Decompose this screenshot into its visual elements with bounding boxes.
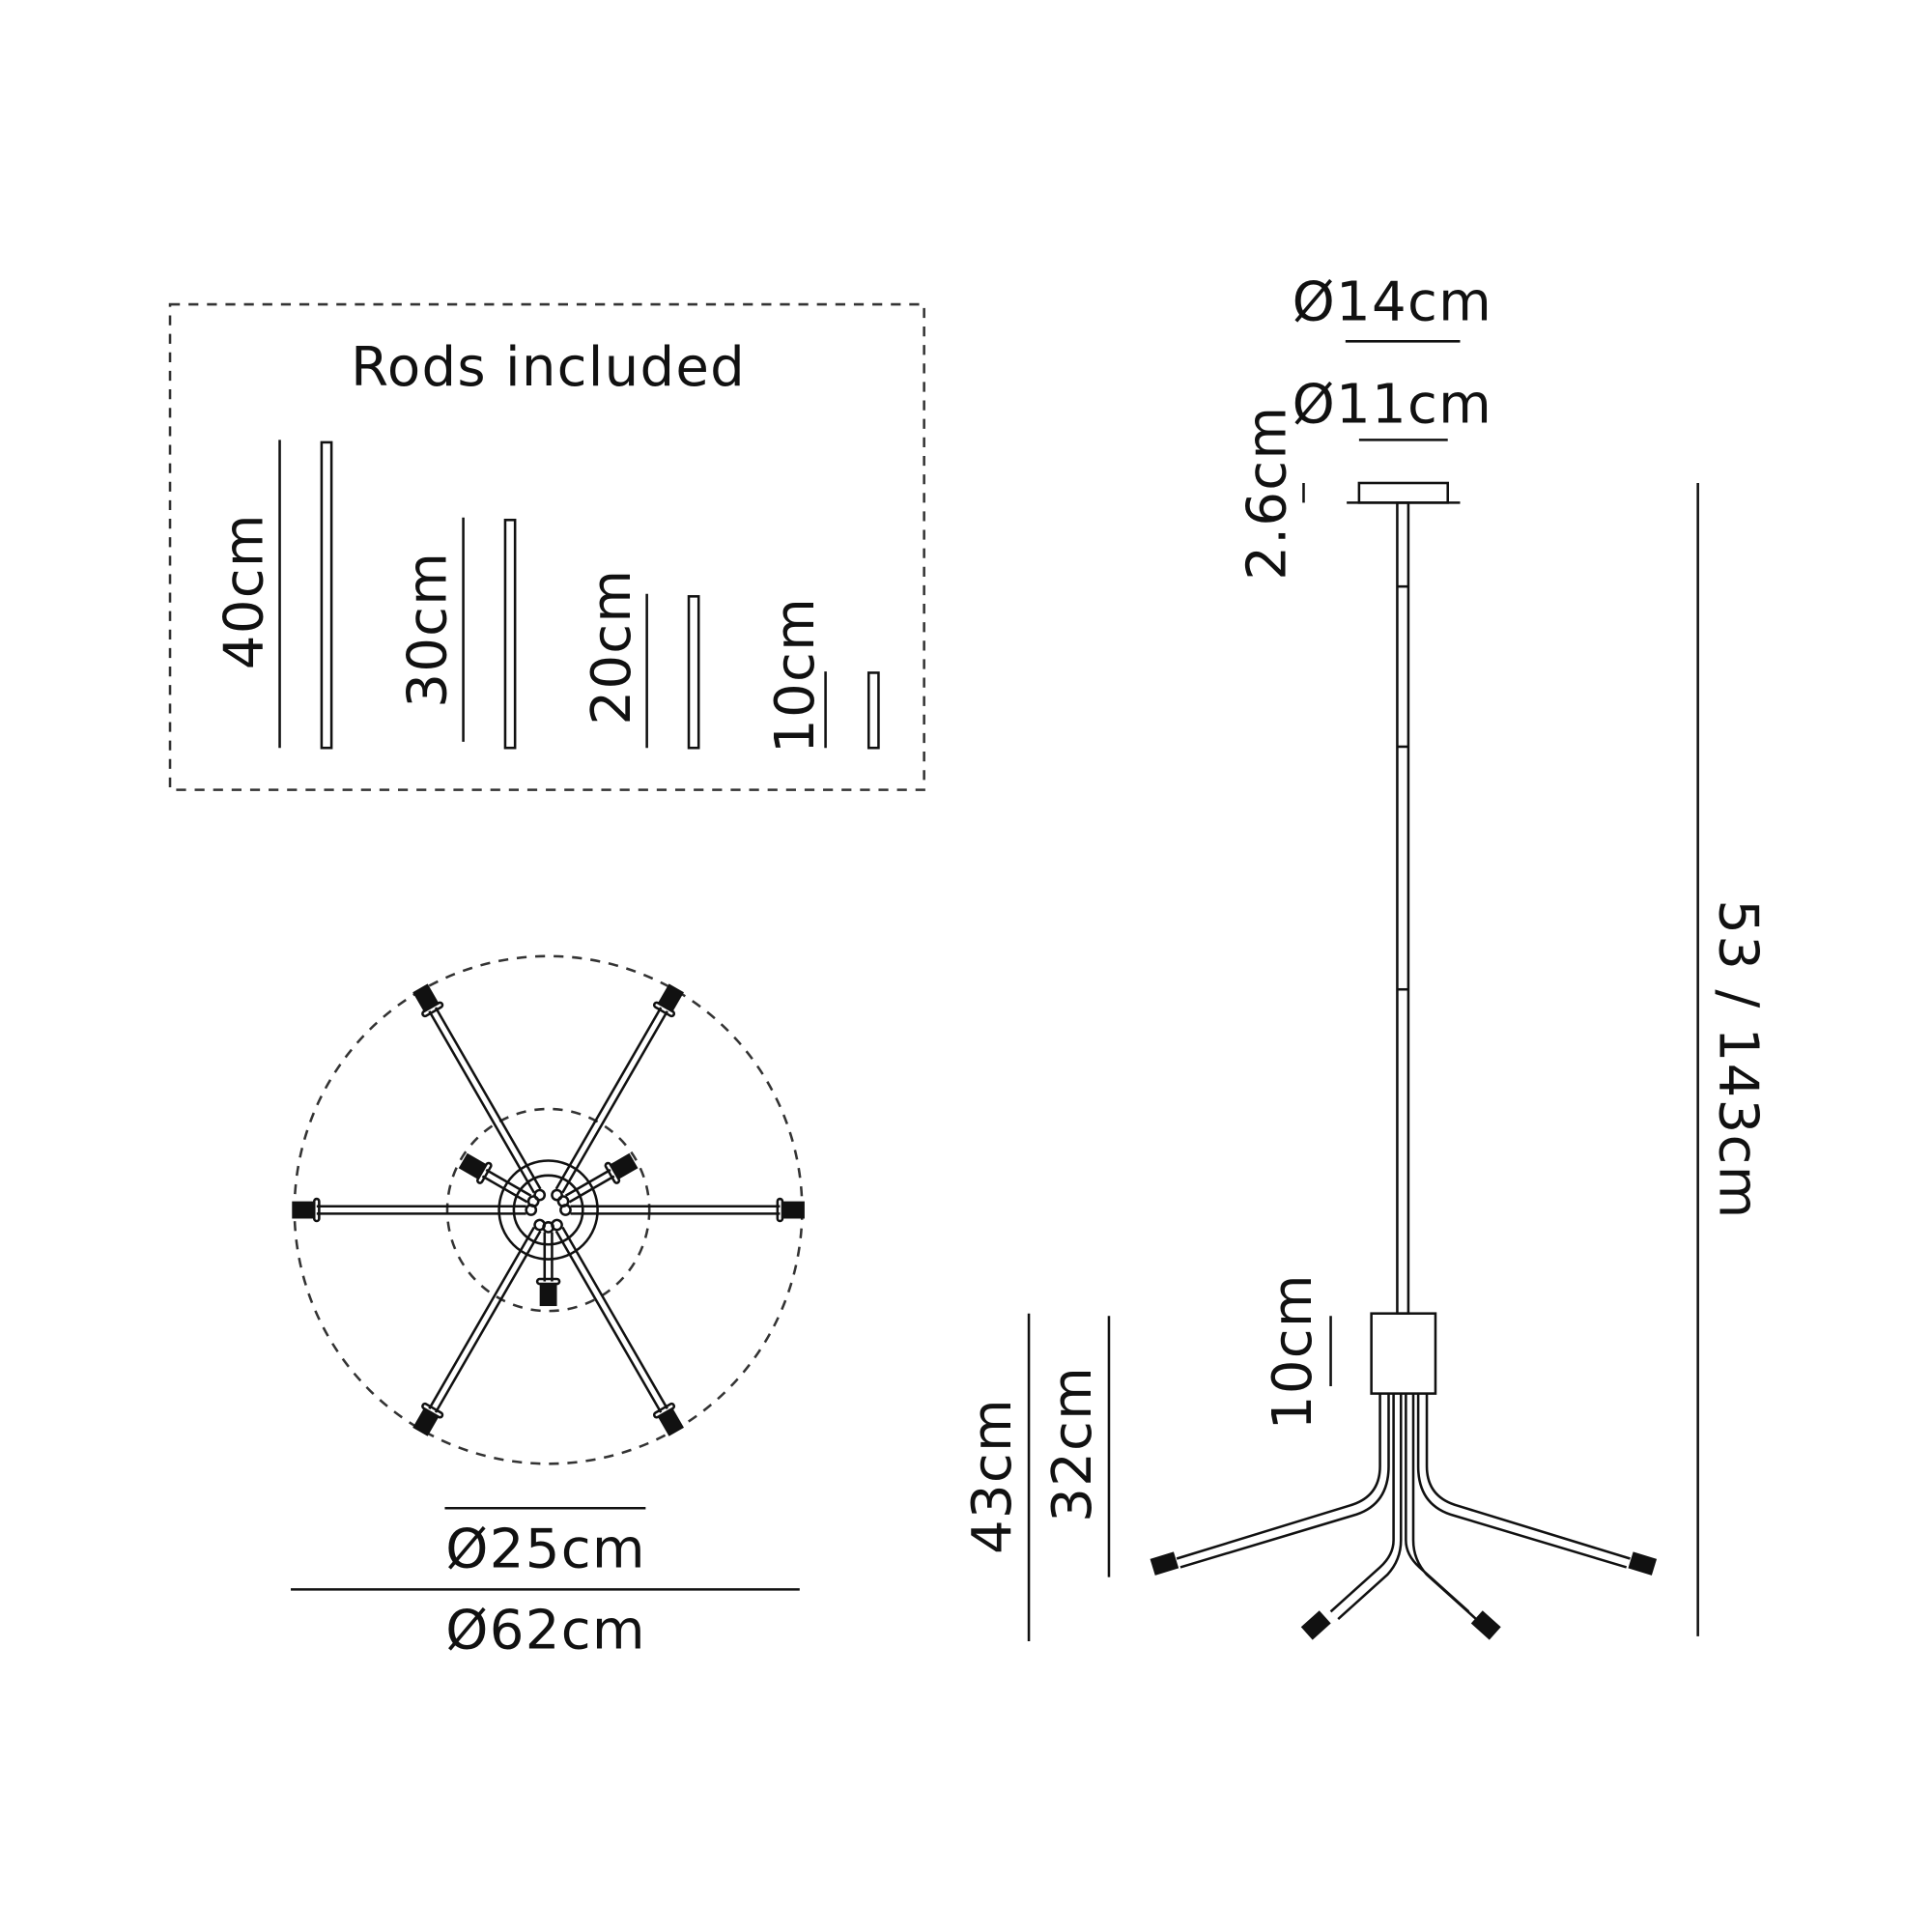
rods-title: Rods included <box>351 336 746 399</box>
lamp-arm <box>551 983 684 1202</box>
arm-drop-long-label: 43cm <box>961 1398 1024 1554</box>
side-view: Ø14cm Ø11cm 2.6cm 10cm 53 / 143cm 43cm 3… <box>961 271 1770 1641</box>
lamp-arm <box>412 1218 547 1436</box>
lamp-arm <box>535 1221 561 1307</box>
lamp-arm <box>412 983 547 1202</box>
rod-10-label: 10cm <box>764 597 827 753</box>
body <box>1370 1312 1437 1395</box>
canopy <box>1357 481 1449 504</box>
lamp-arm <box>556 1152 639 1208</box>
body-height-label: 10cm <box>1262 1273 1324 1430</box>
rod-40-label: 40cm <box>213 513 276 669</box>
suspension-rod <box>1396 501 1410 1315</box>
arm-drop-short-label: 32cm <box>1041 1366 1104 1522</box>
canopy-inner-label: Ø11cm <box>1293 374 1492 437</box>
rods-included-panel: Rods included 40cm 30cm 20cm 10cm <box>168 302 925 791</box>
rod-20-label: 20cm <box>581 569 643 725</box>
rod-30-label: 30cm <box>397 552 460 708</box>
outer-diameter-label: Ø62cm <box>445 1600 645 1662</box>
total-height-label: 53 / 143cm <box>1707 899 1770 1219</box>
inner-diameter-label: Ø25cm <box>445 1518 645 1580</box>
top-view <box>292 954 805 1465</box>
canopy-height-label: 2.6cm <box>1236 406 1298 581</box>
lamp-arm <box>458 1152 540 1208</box>
lamp-arm <box>559 1197 805 1223</box>
canopy-outer-label: Ø14cm <box>1293 271 1492 334</box>
lamp-arm <box>551 1218 684 1436</box>
